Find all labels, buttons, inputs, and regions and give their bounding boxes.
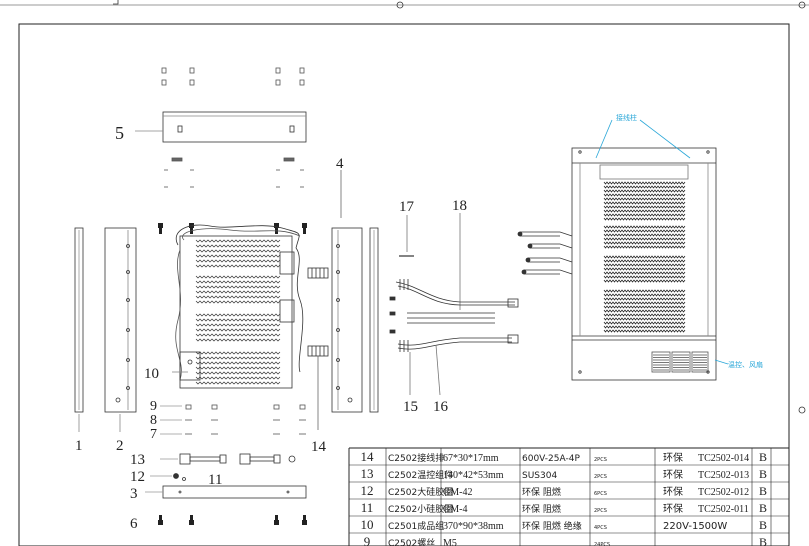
part-label-3: 3 (130, 486, 138, 502)
bom-cell-note: 220V-1500W (663, 521, 727, 532)
part-label-5: 5 (115, 123, 124, 143)
bom-cell-name: C2502螺丝 (388, 537, 435, 546)
bom-row: 9 C2502螺丝 M5 24PCS B (364, 534, 767, 546)
bom-cell-code: TC2502-014 (698, 453, 749, 464)
bom-cell-rev: B (759, 518, 767, 532)
assembled-view (517, 119, 729, 381)
bom-cell-qty: 4PCS (594, 525, 607, 531)
page-markers (0, 0, 809, 414)
assembled-fins (603, 181, 686, 333)
part-label-1: 1 (75, 438, 83, 454)
bom-cell-spec: 370*90*38mm (443, 521, 504, 532)
part-label-10: 10 (144, 366, 159, 382)
annotation-terminal: 接线柱 (616, 113, 637, 122)
heater-fins (195, 239, 281, 385)
bom-cell-qty: 2PCS (594, 508, 607, 514)
bom-cell-spec: GM-4 (443, 504, 467, 515)
fastener-rows (160, 404, 306, 435)
bom-cell-name: C2502温控组件 (388, 469, 453, 481)
bom-cell-spec: 67*30*17mm (443, 453, 499, 464)
bom-cell-name: C2502大硅胶圈 (388, 486, 453, 498)
bom-cell-note: 环保 (663, 451, 683, 464)
assembled-housing (571, 147, 717, 381)
bom-cell-name: C2502接线排 (388, 452, 444, 464)
part-label-8: 8 (150, 413, 157, 428)
top-fastener-row (161, 67, 305, 86)
part-label-12: 12 (130, 469, 145, 485)
part-label-7: 7 (150, 427, 157, 442)
part-label-13: 13 (130, 452, 145, 468)
bom-cell-no: 12 (361, 483, 374, 498)
thermostat-assembly (150, 453, 296, 481)
bom-cell-material: 环保 阻燃 绝缘 (522, 520, 582, 532)
bom-cell-spec: M5 (443, 538, 457, 546)
bom-cell-rev: B (759, 535, 767, 546)
top-cover-part (162, 111, 307, 143)
part-label-16: 16 (433, 399, 449, 415)
part-label-9: 9 (150, 399, 157, 414)
bom-cell-rev: B (759, 484, 767, 498)
bom-cell-name: C2502小硅胶圈 (388, 503, 453, 515)
bom-cell-spec: 140*42*53mm (443, 470, 504, 481)
bom-cell-material: 环保 阻燃 (522, 503, 561, 515)
bom-cell-rev: B (759, 501, 767, 515)
bom-cell-qty: 2PCS (594, 457, 607, 463)
bottom-screws (158, 515, 307, 525)
part-label-18: 18 (452, 198, 467, 214)
bom-cell-no: 10 (361, 517, 374, 532)
exploded-view (74, 67, 379, 525)
part-label-14: 14 (311, 439, 327, 455)
part-label-6: 6 (130, 516, 138, 532)
drawing-frame (18, 23, 790, 546)
bom-cell-note: 环保 (663, 485, 683, 498)
part-label-4: 4 (336, 156, 344, 172)
bom-cell-note: 环保 (663, 468, 683, 481)
part-label-2: 2 (116, 438, 124, 454)
bom-cell-spec: GM-42 (443, 487, 472, 498)
bottom-bar-part (162, 485, 307, 499)
terminal-strips (307, 267, 329, 430)
wire-harness-view (389, 213, 519, 396)
bom-cell-code: TC2502-012 (698, 487, 749, 498)
bom-cell-rev: B (759, 467, 767, 481)
vent-grilles (651, 351, 709, 373)
bom-cell-code: TC2502-013 (698, 470, 749, 481)
bom-cell-no: 13 (361, 466, 374, 481)
bom-cell-qty: 6PCS (594, 491, 607, 497)
part-number-labels: 5 4 17 18 10 9 8 7 1 2 14 15 16 13 12 11… (75, 113, 763, 532)
part-label-11: 11 (208, 472, 222, 488)
part-label-15: 15 (403, 399, 418, 415)
bom-cell-code: TC2502-011 (698, 504, 749, 515)
cable-glands (517, 231, 573, 275)
side-plate-4 (331, 227, 363, 413)
bom-cell-material: SUS304 (522, 471, 557, 481)
part-label-17: 17 (399, 199, 415, 215)
bom-cell-note: 环保 (663, 502, 683, 515)
bom-cell-no: 11 (361, 500, 374, 515)
bom-cell-qty: 24PCS (594, 542, 610, 546)
annotation-thermostat-fan: 温控、风扇 (728, 360, 763, 369)
heater-core (179, 235, 293, 389)
bom-cell-name: C2501成品组 (388, 520, 444, 532)
side-rail-1 (74, 227, 84, 413)
bom-cell-material: 环保 阻燃 (522, 486, 561, 498)
bom-cell-qty: 2PCS (594, 474, 607, 480)
bom-cell-no: 14 (361, 449, 375, 464)
side-plate-2 (104, 227, 137, 413)
bom-cell-rev: B (759, 450, 767, 464)
bom-cell-material: 600V-25A-4P (522, 454, 580, 464)
bom-cell-no: 9 (364, 534, 371, 546)
